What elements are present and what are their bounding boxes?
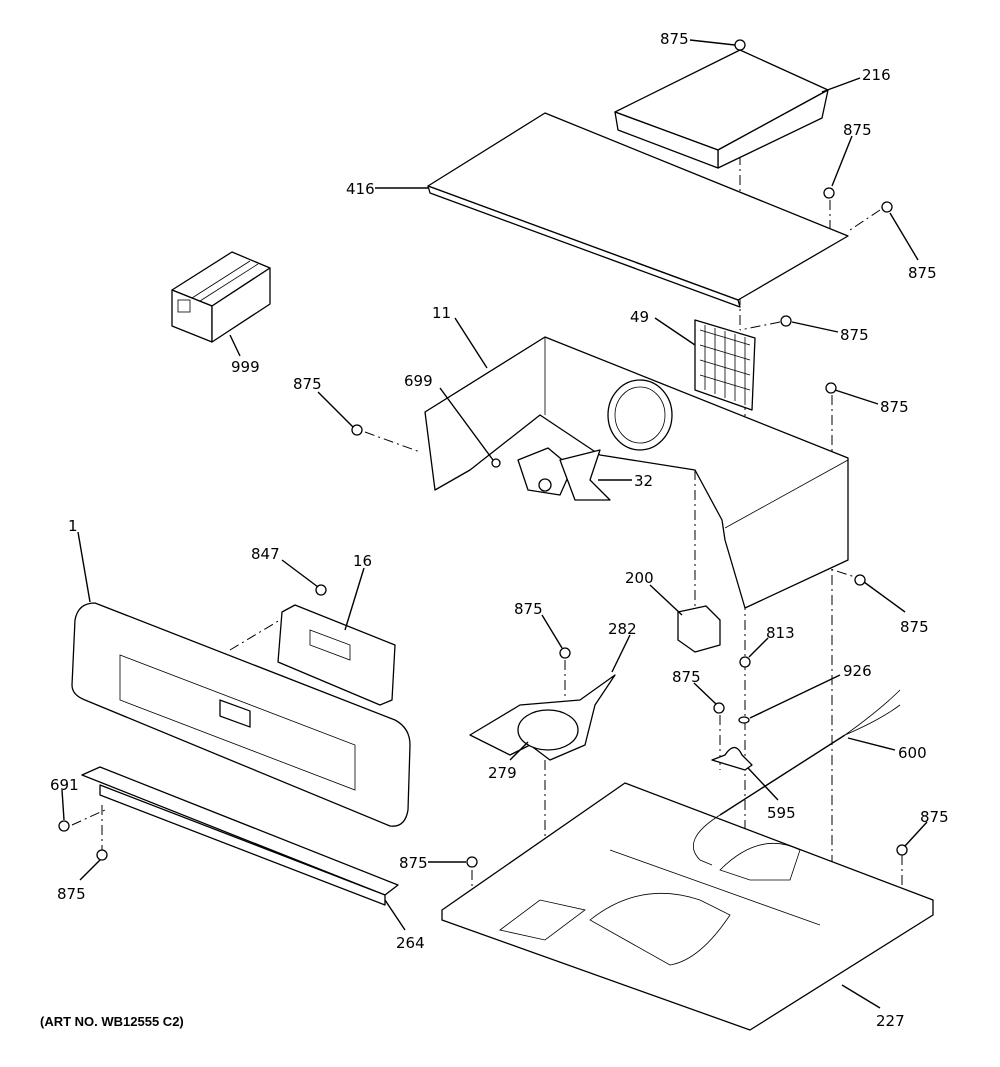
callout-875: 875 <box>880 398 909 416</box>
leader-lines <box>61 39 928 1009</box>
part-11-housing <box>424 336 849 609</box>
callout-999: 999 <box>231 358 260 376</box>
part-926-clip <box>738 716 750 724</box>
part-227-base <box>441 782 934 1031</box>
part-200-foam <box>677 605 721 653</box>
callout-926: 926 <box>843 662 872 680</box>
callout-875: 875 <box>900 618 929 636</box>
callout-813: 813 <box>766 624 795 642</box>
part-600-cable <box>692 689 901 866</box>
callout-691: 691 <box>50 776 79 794</box>
callout-600: 600 <box>898 744 927 762</box>
callout-595: 595 <box>767 804 796 822</box>
callout-279: 279 <box>488 764 517 782</box>
callout-200: 200 <box>625 569 654 587</box>
part-595-clamp <box>711 746 753 771</box>
part-999-box <box>171 251 271 343</box>
callout-416: 416 <box>346 180 375 198</box>
callout-282: 282 <box>608 620 637 638</box>
screw-icons <box>58 39 908 868</box>
callout-875: 875 <box>672 668 701 686</box>
part-264-trim <box>81 766 399 906</box>
callout-875: 875 <box>908 264 937 282</box>
part-32-motor <box>517 447 611 501</box>
callout-11: 11 <box>432 304 451 322</box>
callout-216: 216 <box>862 66 891 84</box>
callout-264: 264 <box>396 934 425 952</box>
callout-227: 227 <box>876 1012 905 1030</box>
part-1-control-panel <box>71 602 411 827</box>
callout-875: 875 <box>920 808 949 826</box>
callout-1: 1 <box>68 517 78 535</box>
callout-49: 49 <box>630 308 649 326</box>
part-416-top-panel <box>427 112 849 308</box>
part-279-282-duct <box>469 674 616 761</box>
callout-875: 875 <box>660 30 689 48</box>
part-49-mesh <box>694 319 756 411</box>
art-number: (ART NO. WB12555 C2) <box>40 1014 184 1029</box>
part-16-control-board <box>277 604 396 706</box>
callout-875: 875 <box>57 885 86 903</box>
callout-875: 875 <box>843 121 872 139</box>
callout-875: 875 <box>840 326 869 344</box>
callout-875: 875 <box>293 375 322 393</box>
callout-32: 32 <box>634 472 653 490</box>
callout-875: 875 <box>399 854 428 872</box>
callout-labels: 875 216 875 416 875 999 49 875 11 699 87… <box>40 30 949 1030</box>
part-216-bracket <box>614 49 829 169</box>
callout-875: 875 <box>514 600 543 618</box>
callout-847: 847 <box>251 545 280 563</box>
callout-699: 699 <box>404 372 433 390</box>
callout-16: 16 <box>353 552 372 570</box>
